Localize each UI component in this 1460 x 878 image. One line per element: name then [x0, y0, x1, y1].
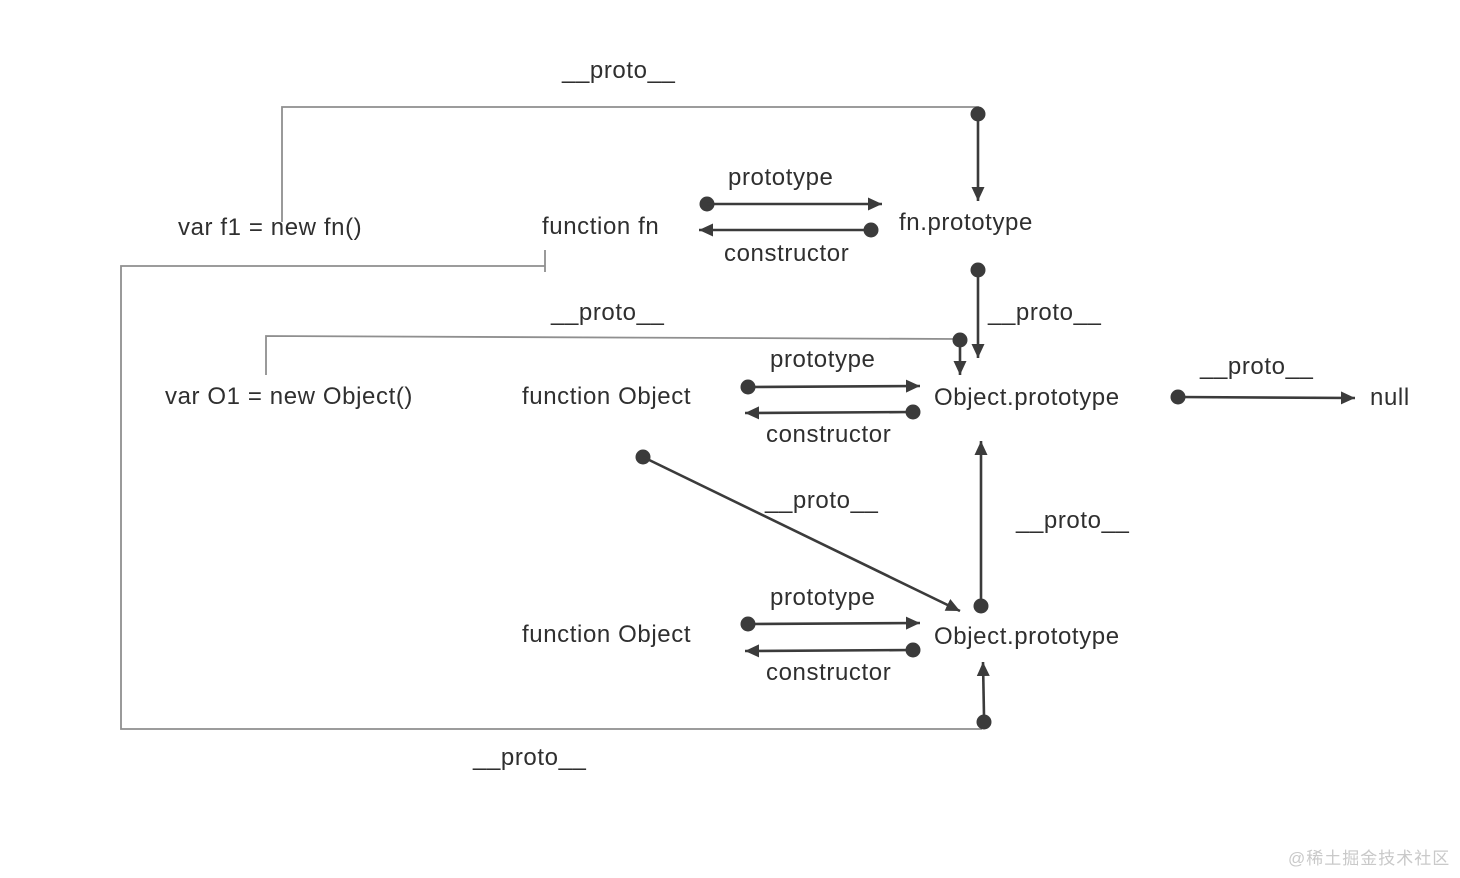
edge-label-proto-bottom: __proto__ — [473, 744, 587, 771]
edge-label-constructor-object-bottom: constructor — [766, 659, 892, 686]
edge-fnproto-proto-arrow — [970, 262, 986, 358]
node-function-fn: function fn — [542, 213, 660, 240]
edge-label-proto-vertical: __proto__ — [1016, 507, 1130, 534]
edge-label-prototype-object-bottom: prototype — [770, 584, 876, 611]
edge-label-proto-top: __proto__ — [562, 57, 676, 84]
node-function-object-bottom: function Object — [522, 621, 692, 648]
edge-label-proto-o1: __proto__ — [551, 299, 665, 326]
node-fn-prototype: fn.prototype — [899, 209, 1033, 236]
edge-label-proto-null: __proto__ — [1200, 353, 1314, 380]
edge-object-constructor-arrow-top — [744, 404, 921, 420]
edge-label-constructor-fn: constructor — [724, 240, 850, 267]
edge-objproto-vertical-proto-arrow — [973, 441, 989, 614]
edge-fn-proto-bottom-path — [120, 250, 992, 730]
node-object-prototype-bottom: Object.prototype — [934, 623, 1120, 650]
node-var-o1: var O1 = new Object() — [165, 383, 414, 410]
edge-fn-constructor-arrow — [699, 222, 879, 238]
edge-diagonal-proto-arrow — [635, 449, 961, 613]
edge-objproto-null-arrow — [1170, 389, 1356, 405]
edge-o1-proto-elbow — [265, 332, 968, 375]
edge-object-prototype-arrow-bottom — [740, 616, 921, 632]
edge-object-constructor-arrow-bottom — [744, 642, 921, 658]
edge-f1-proto-elbow — [281, 106, 986, 222]
edge-label-proto-fnproto: __proto__ — [988, 299, 1102, 326]
node-function-object-top: function Object — [522, 383, 692, 410]
edge-label-prototype-fn: prototype — [728, 164, 834, 191]
edge-label-proto-diagonal: __proto__ — [765, 487, 879, 514]
node-var-f1: var f1 = new fn() — [178, 214, 363, 241]
edge-label-prototype-object-top: prototype — [770, 346, 876, 373]
node-null: null — [1370, 384, 1410, 411]
edge-label-constructor-object-top: constructor — [766, 421, 892, 448]
node-object-prototype-top: Object.prototype — [934, 384, 1120, 411]
edge-object-prototype-arrow-top — [740, 379, 921, 395]
edge-fn-prototype-arrow — [699, 196, 882, 212]
watermark: @稀土掘金技术社区 — [1288, 849, 1451, 868]
